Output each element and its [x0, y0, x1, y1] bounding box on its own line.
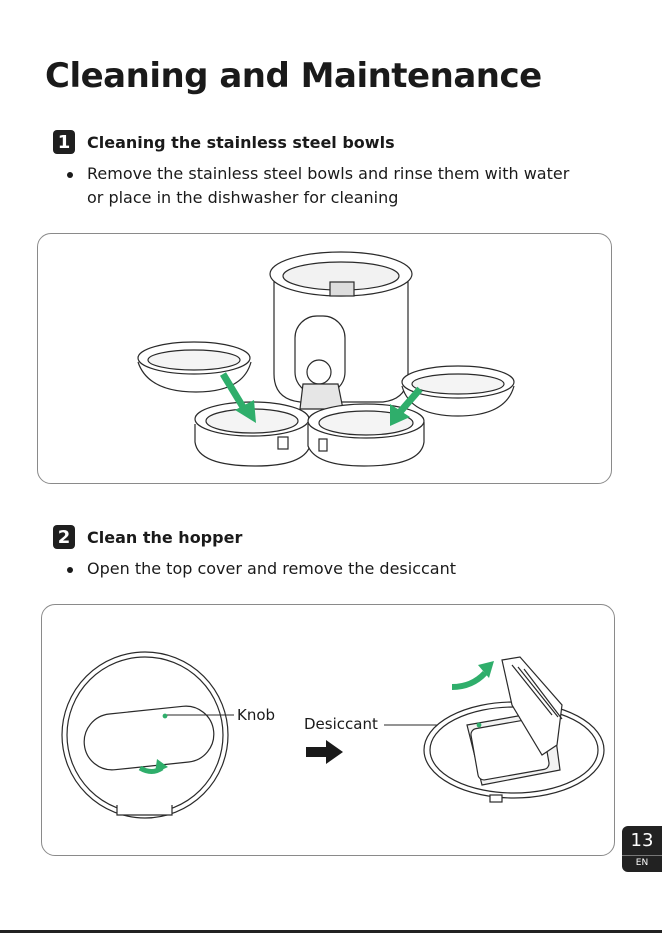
- language-code: EN: [622, 855, 662, 868]
- step-1-number: 1: [53, 130, 75, 154]
- desiccant-label: Desiccant: [304, 715, 378, 733]
- step-2-bullet-text: Open the top cover and remove the desicc…: [87, 557, 587, 581]
- step-1-bullet-text: Remove the stainless steel bowls and rin…: [87, 162, 587, 210]
- bowls-illustration-panel: [37, 233, 612, 484]
- step-2-heading: 2 Clean the hopper: [53, 525, 242, 549]
- hopper-illustration-panel: Knob Desiccant: [41, 604, 615, 856]
- page-title: Cleaning and Maintenance: [45, 56, 542, 96]
- bullet-dot: [67, 172, 73, 178]
- step-2-number: 2: [53, 525, 75, 549]
- page-number-tab: 13 EN: [622, 826, 662, 872]
- knob-label: Knob: [237, 706, 275, 724]
- bullet-dot: [67, 567, 73, 573]
- feeder-bowls-illustration: [38, 234, 611, 483]
- hopper-illustration: Knob Desiccant: [42, 605, 614, 855]
- step-1-bullet: Remove the stainless steel bowls and rin…: [67, 162, 587, 210]
- lift-arrow-icon: [452, 661, 494, 687]
- page-number: 13: [631, 830, 654, 851]
- step-2-bullet: Open the top cover and remove the desicc…: [67, 557, 587, 581]
- step-2-title: Clean the hopper: [87, 528, 242, 547]
- step-1-title: Cleaning the stainless steel bowls: [87, 133, 395, 152]
- step-1-heading: 1 Cleaning the stainless steel bowls: [53, 130, 395, 154]
- next-arrow-icon: [306, 740, 343, 764]
